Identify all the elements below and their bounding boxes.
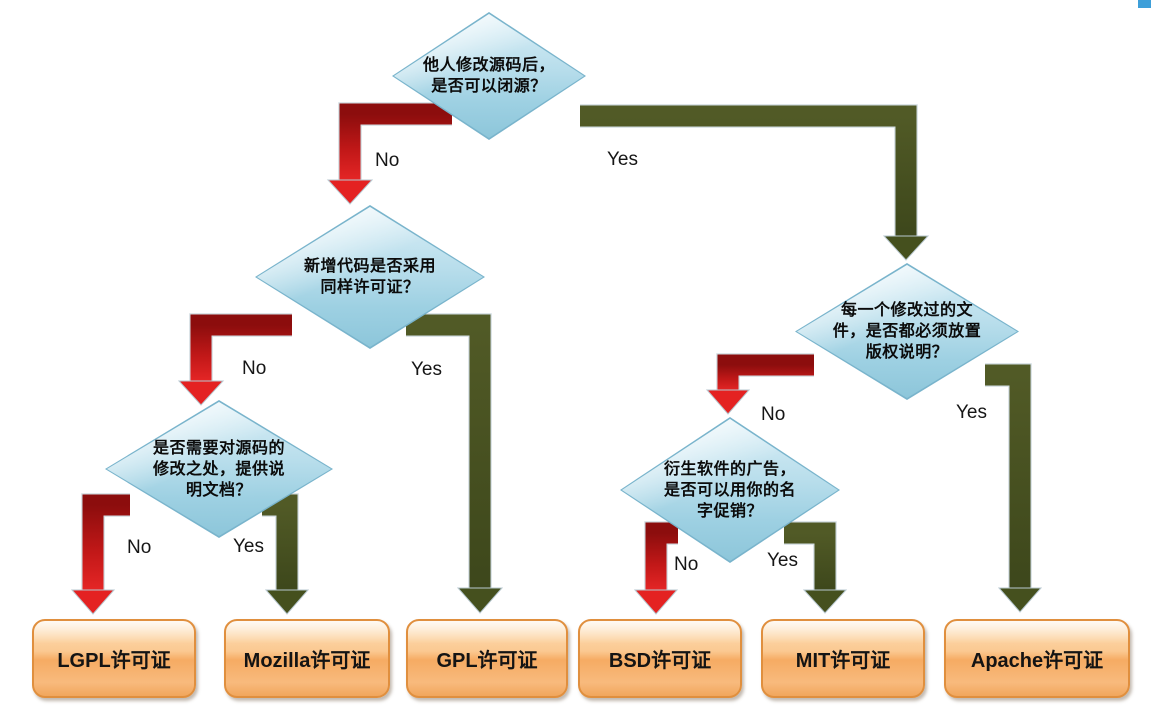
decision-line: 是否需要对源码的 <box>152 439 285 457</box>
decision-text: 是否需要对源码的 修改之处，提供说 明文档？ <box>105 400 333 538</box>
yes-arrow-to-mit <box>784 522 836 591</box>
decision-closed-source: 他人修改源码后， 是否可以闭源？ <box>392 12 586 140</box>
yes-arrowhead <box>264 589 310 615</box>
no-arrow-from-copyright <box>717 354 814 391</box>
decision-line: 是否可以用你的名 <box>663 481 796 499</box>
branch-label-yes: Yes <box>233 536 264 557</box>
no-arrowhead <box>177 380 225 406</box>
decision-text: 每一个修改过的文 件，是否都必须放置 版权说明？ <box>795 263 1019 400</box>
decision-line: 是否可以闭源？ <box>431 78 547 95</box>
branch-label-no: No <box>375 150 400 171</box>
yes-arrow-to-gpl <box>406 314 491 589</box>
license-label: GPL许可证 <box>436 650 538 672</box>
decision-line: 每一个修改过的文 <box>840 302 973 319</box>
yes-arrowhead <box>882 235 930 261</box>
license-box-gpl: GPL许可证 <box>406 619 568 698</box>
decision-text: 衍生软件的广告， 是否可以用你的名 字促销？ <box>620 417 840 563</box>
branch-label-yes: Yes <box>956 402 987 423</box>
decision-same-license: 新增代码是否采用 同样许可证？ <box>255 205 485 349</box>
yes-arrow-from-top <box>580 105 917 237</box>
no-arrow-from-new-code <box>190 314 292 382</box>
no-arrow-from-top <box>339 103 452 181</box>
branch-label-yes: Yes <box>767 550 798 571</box>
license-label: LGPL许可证 <box>57 650 171 672</box>
no-arrowhead <box>705 389 751 415</box>
branch-label-yes: Yes <box>607 149 638 170</box>
license-box-lgpl: LGPL许可证 <box>32 619 196 698</box>
yes-arrowhead <box>802 589 848 614</box>
no-arrowhead <box>326 179 374 205</box>
decision-line: 字促销？ <box>696 502 763 520</box>
decision-line: 件，是否都必须放置 <box>832 323 982 340</box>
license-label: Mozilla许可证 <box>243 650 371 672</box>
decision-line: 明文档？ <box>185 481 252 499</box>
license-label: Apache许可证 <box>970 650 1104 672</box>
branch-label-no: No <box>761 404 786 425</box>
decision-line: 他人修改源码后， <box>422 57 555 74</box>
no-arrowhead <box>70 589 116 615</box>
branch-label-no: No <box>127 537 152 558</box>
browser-scrollbar-fragment <box>1138 0 1151 8</box>
decision-document-modifications: 是否需要对源码的 修改之处，提供说 明文档？ <box>105 400 333 538</box>
yes-arrow-to-apache <box>985 364 1031 589</box>
no-arrow-to-lgpl <box>82 494 130 591</box>
decision-text: 新增代码是否采用 同样许可证？ <box>255 205 485 349</box>
yes-arrowhead <box>997 587 1043 613</box>
decision-line: 版权说明？ <box>865 344 949 361</box>
decision-line: 修改之处，提供说 <box>152 460 285 478</box>
decision-line: 新增代码是否采用 <box>303 258 436 275</box>
license-box-apache: Apache许可证 <box>944 619 1130 698</box>
license-label: BSD许可证 <box>608 650 712 672</box>
decision-line: 衍生软件的广告， <box>663 460 796 478</box>
decision-name-promotion: 衍生软件的广告， 是否可以用你的名 字促销？ <box>620 417 840 563</box>
decision-copyright-notice: 每一个修改过的文 件，是否都必须放置 版权说明？ <box>795 263 1019 400</box>
decision-text: 他人修改源码后， 是否可以闭源？ <box>392 12 586 140</box>
license-box-mozilla: Mozilla许可证 <box>224 619 390 698</box>
yes-arrowhead <box>456 587 504 614</box>
no-arrowhead <box>633 589 679 615</box>
branch-label-yes: Yes <box>411 359 442 380</box>
decision-line: 同样许可证？ <box>320 279 420 296</box>
license-box-bsd: BSD许可证 <box>578 619 742 698</box>
no-arrow-to-bsd <box>645 522 678 591</box>
license-box-mit: MIT许可证 <box>761 619 925 698</box>
branch-label-no: No <box>242 358 267 379</box>
branch-label-no: No <box>674 554 699 575</box>
license-label: MIT许可证 <box>795 650 891 672</box>
